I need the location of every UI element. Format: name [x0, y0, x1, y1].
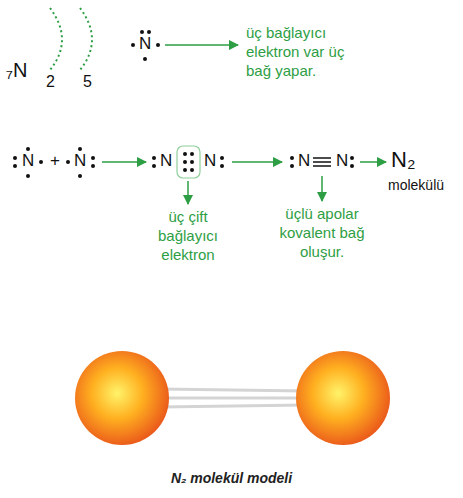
plus-sign: +: [50, 152, 60, 169]
atom-symbol: N: [22, 152, 34, 169]
shell-arc: [80, 8, 92, 70]
atom-sphere: [296, 351, 390, 445]
bond-lines: [160, 389, 306, 407]
shell-count: 5: [83, 74, 92, 90]
atom-symbol: N: [336, 152, 348, 169]
shell-arc: [50, 8, 62, 70]
molecule-label: molekülü: [388, 178, 444, 192]
shell-count: 2: [46, 74, 55, 90]
atom-symbol: N: [204, 152, 216, 169]
atom-symbol: N: [139, 35, 151, 52]
triple-bond: [313, 158, 331, 166]
arrow: [165, 44, 238, 46]
note: üçlü apolar kovalent bağ oluşur.: [268, 205, 376, 261]
electron-dots: [13, 147, 354, 178]
atom-symbol: N: [298, 152, 310, 169]
bonding-pairs: [183, 152, 194, 172]
electron-dots: [131, 30, 160, 61]
caption: N₂ molekül modeli: [0, 470, 463, 487]
atom-sphere: [75, 351, 169, 445]
atom-symbol: N: [160, 152, 172, 169]
molecule-formula: N₂: [391, 149, 415, 171]
note: üç bağlayıcı elektron var üç bağ yapar.: [246, 24, 346, 80]
bond-box: [177, 146, 200, 178]
atom-symbol: N: [74, 152, 86, 169]
element-symbol: ₇N: [6, 60, 27, 80]
note: üç çift bağlayıcı elektron: [143, 208, 233, 264]
